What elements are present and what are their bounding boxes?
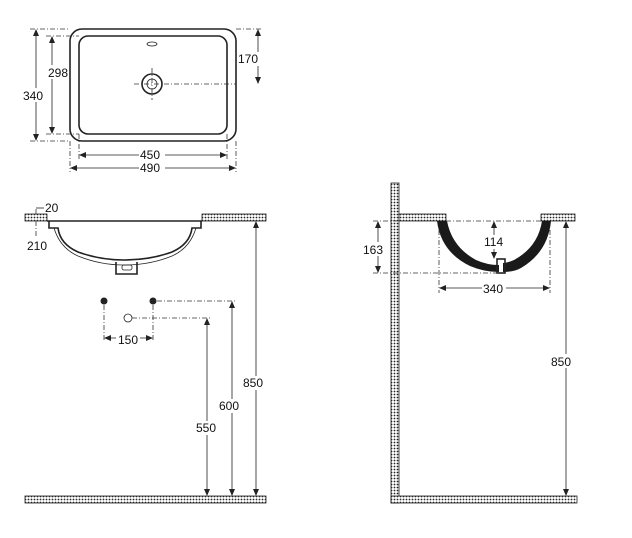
dim-worktop-height-front: 850 [243,376,263,390]
dim-side-width: 340 [483,282,503,296]
front-view: 20 210 150 550 600 850 [24,201,267,504]
wall [390,182,400,504]
waste-outlet-icon [123,313,133,323]
floor-front [24,495,267,504]
basin-section-left [437,221,499,272]
dim-bowl-depth: 163 [363,243,383,257]
dim-supply-height: 600 [219,399,239,413]
overflow-slot [146,41,158,47]
basin-outer-rim [69,28,237,142]
dim-inner-width: 450 [140,148,160,162]
dim-rim-thickness: 20 [45,201,59,215]
dim-worktop-height-side: 850 [551,355,571,369]
supply-right-icon [149,297,157,305]
drain-section [496,258,506,274]
top-view: 298 340 170 450 490 [22,28,262,175]
worktop-left [24,213,48,222]
worktop-side-left [398,213,447,222]
dim-waste-height: 550 [196,421,216,435]
basin-section-right [503,221,551,272]
floor-side [390,495,578,504]
dim-pipe-spacing: 150 [118,333,138,347]
dim-drain-offset: 170 [238,52,258,66]
drain-outlet [115,262,138,275]
worktop-right [201,213,267,222]
basin-front-profile [48,221,202,261]
dim-drain-depth: 114 [484,235,503,249]
dim-inner-height: 298 [48,66,68,80]
supply-left-icon [100,297,108,305]
dim-outer-width: 490 [140,161,160,175]
side-view: 163 114 340 850 [362,182,578,504]
dim-depth: 210 [27,239,47,253]
dim-outer-height: 340 [23,89,43,103]
worktop-side-right [540,213,576,222]
basin-inner-bowl [78,35,228,135]
